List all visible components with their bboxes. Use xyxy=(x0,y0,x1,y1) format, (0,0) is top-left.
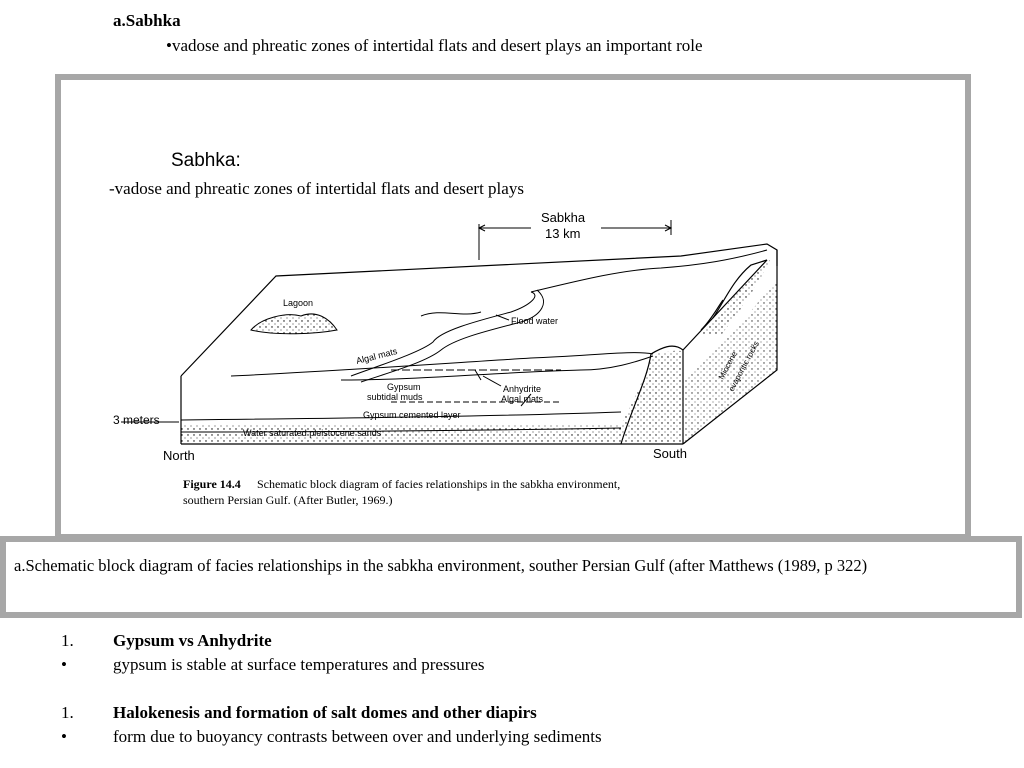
list-marker: 1. xyxy=(61,631,74,650)
scale-label-distance: 13 km xyxy=(545,226,580,241)
label-flood-water: Flood water xyxy=(511,316,558,326)
pleistocene-sands-fill xyxy=(181,350,683,444)
scale-label-sabkha: Sabkha xyxy=(541,210,586,225)
caption-box: a.Schematic block diagram of facies rela… xyxy=(0,536,1022,618)
miocene-rocks-fill xyxy=(683,280,777,444)
label-gypsum: Gypsum xyxy=(387,382,421,392)
figure-subtitle: -vadose and phreatic zones of intertidal… xyxy=(109,179,524,198)
list-marker: • xyxy=(61,655,67,674)
figure-frame: Sabhka: -vadose and phreatic zones of in… xyxy=(55,74,971,540)
slide-sub-bullet: •vadose and phreatic zones of intertidal… xyxy=(166,36,703,55)
label-arrows xyxy=(121,314,532,423)
scale-bar xyxy=(477,220,673,260)
sabkha-block-diagram: Sabhka: -vadose and phreatic zones of in… xyxy=(109,150,778,507)
label-algal-mats-bottom: Algal mats xyxy=(501,394,544,404)
list-marker: • xyxy=(61,727,67,746)
figure-caption-line-2: southern Persian Gulf. (After Butler, 19… xyxy=(183,493,392,507)
surface-features xyxy=(180,249,768,433)
label-south: South xyxy=(653,446,687,461)
list-text: Gypsum vs Anhydrite xyxy=(113,631,272,650)
figure-caption-line-1: Figure 14.4 xyxy=(183,477,241,491)
list-marker: 1. xyxy=(61,703,74,722)
label-north: North xyxy=(163,448,195,463)
label-anhydrite: Anhydrite xyxy=(503,384,541,394)
label-lagoon: Lagoon xyxy=(283,298,313,308)
label-water-saturated: Water saturated pleistocene sands xyxy=(243,428,382,438)
label-gypsum-cemented: Gypsum cemented layer xyxy=(363,410,461,420)
caption-text: a.Schematic block diagram of facies rela… xyxy=(14,556,868,575)
label-3-meters: 3 meters xyxy=(113,413,160,427)
list-text: form due to buoyancy contrasts between o… xyxy=(113,727,602,746)
label-subtidal-muds: subtidal muds xyxy=(367,392,423,402)
list-text: gypsum is stable at surface temperatures… xyxy=(113,655,485,674)
figure-title: Sabhka: xyxy=(171,150,241,171)
figure-caption-line-1-text: Schematic block diagram of facies relati… xyxy=(257,477,620,491)
slide-heading: a.Sabhka xyxy=(113,11,181,30)
label-algal-mats-top: Algal mats xyxy=(355,346,399,366)
list-text: Halokenesis and formation of salt domes … xyxy=(113,703,537,722)
